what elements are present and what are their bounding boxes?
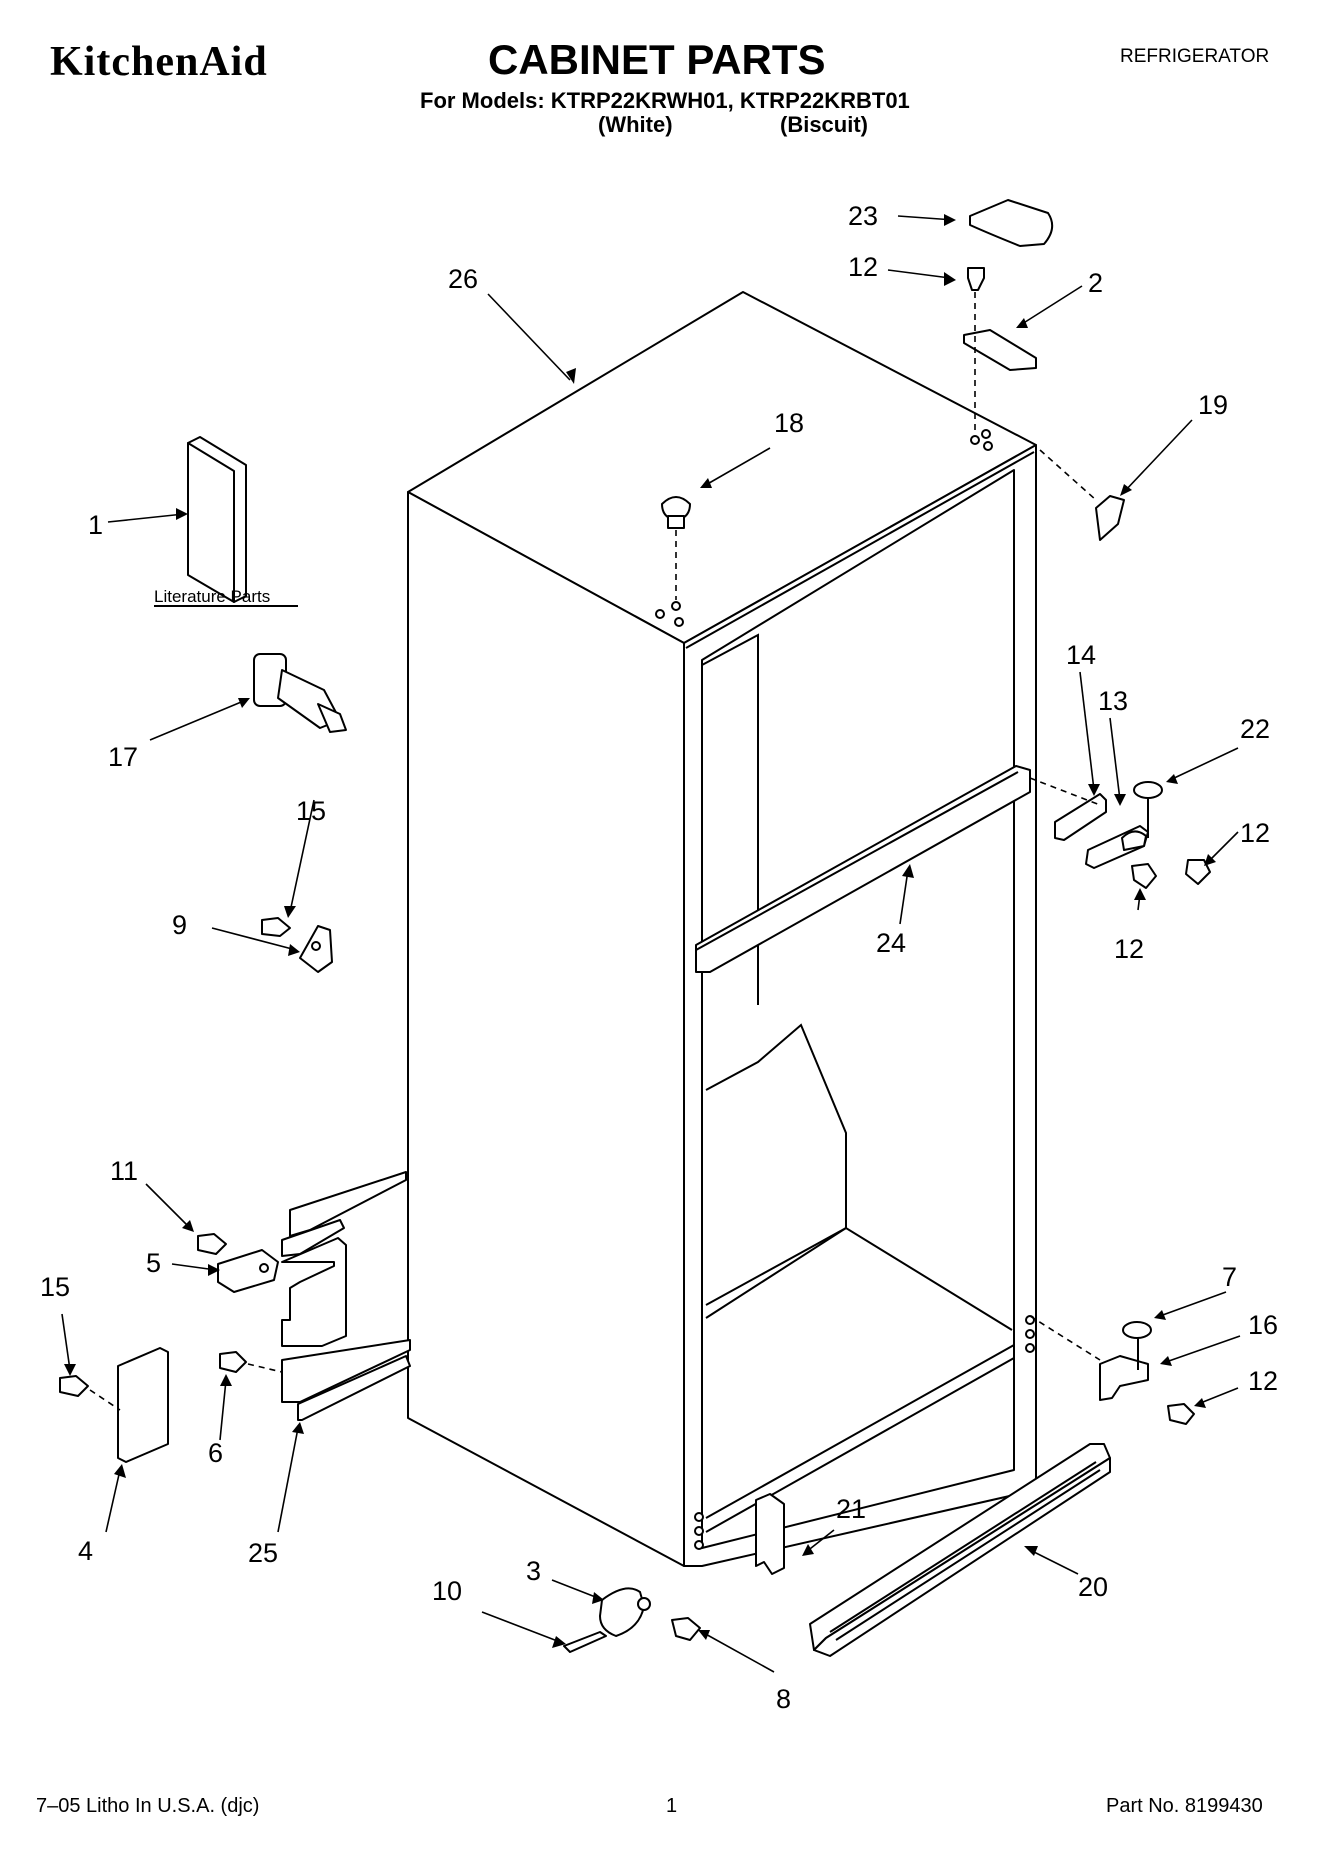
door-stop bbox=[253, 653, 347, 733]
callout-20: 20 bbox=[1078, 1572, 1108, 1602]
callout-8: 8 bbox=[776, 1684, 791, 1714]
appliance-category: REFRIGERATOR bbox=[1120, 46, 1270, 67]
callout-14: 14 bbox=[1066, 640, 1096, 670]
callout-12-bottom: 12 bbox=[1248, 1366, 1278, 1396]
callout-1: 1 bbox=[88, 510, 103, 540]
divider-rail bbox=[695, 765, 1031, 973]
callout-5: 5 bbox=[146, 1248, 161, 1278]
callout-2: 2 bbox=[1088, 268, 1103, 298]
callout-10: 10 bbox=[432, 1576, 462, 1606]
page-title: CABINET PARTS bbox=[488, 36, 826, 83]
models-line: For Models: KTRP22KRWH01, KTRP22KRBT01 bbox=[420, 88, 910, 113]
callout-17: 17 bbox=[108, 742, 138, 772]
brand-logo: KitchenAid bbox=[50, 39, 268, 85]
callout-9: 9 bbox=[172, 910, 187, 940]
hinge-cover bbox=[969, 199, 1054, 247]
literature-book bbox=[187, 436, 247, 603]
callout-3: 3 bbox=[526, 1556, 541, 1586]
page-number: 1 bbox=[666, 1795, 678, 1817]
air-deflector bbox=[1095, 495, 1125, 541]
callout-24: 24 bbox=[876, 928, 906, 958]
footer-part-number: Part No. 8199430 bbox=[1106, 1795, 1263, 1817]
callout-25: 25 bbox=[248, 1538, 278, 1568]
grille-clip bbox=[755, 1493, 785, 1575]
leg-screw bbox=[671, 1617, 701, 1641]
callout-12-right: 12 bbox=[1240, 818, 1270, 848]
lower-left-hinge-group bbox=[59, 1171, 411, 1463]
callout-12-lower: 12 bbox=[1114, 934, 1144, 964]
callout-7: 7 bbox=[1222, 1262, 1237, 1292]
cabinet-plug bbox=[661, 496, 691, 521]
callout-15-lower: 15 bbox=[40, 1272, 70, 1302]
footer-litho: 7–05 Litho In U.S.A. (djc) bbox=[36, 1795, 260, 1817]
door-hinge-bracket bbox=[261, 917, 333, 973]
callout-21: 21 bbox=[836, 1494, 866, 1524]
callout-26: 26 bbox=[448, 264, 478, 294]
callout-15-upper: 15 bbox=[296, 796, 326, 826]
cabinet-shell bbox=[407, 291, 1037, 1567]
center-hinge-group bbox=[1029, 777, 1211, 889]
callout-6: 6 bbox=[208, 1438, 223, 1468]
hinge-screw-top bbox=[967, 267, 985, 291]
callout-4: 4 bbox=[78, 1536, 93, 1566]
callout-13: 13 bbox=[1098, 686, 1128, 716]
callout-11: 11 bbox=[110, 1156, 138, 1186]
literature-parts-label: Literature Parts bbox=[154, 587, 270, 606]
callout-12-top: 12 bbox=[848, 252, 878, 282]
leader-lines bbox=[61, 214, 1241, 1673]
lower-right-hinge-group bbox=[1029, 1315, 1195, 1425]
callout-23: 23 bbox=[848, 201, 878, 231]
callout-16: 16 bbox=[1248, 1310, 1278, 1340]
roller-pin bbox=[563, 1631, 607, 1653]
top-hinge bbox=[963, 329, 1037, 371]
model-color-white: (White) bbox=[598, 112, 673, 137]
model-color-biscuit: (Biscuit) bbox=[780, 112, 868, 137]
callout-18: 18 bbox=[774, 408, 804, 438]
leveling-leg bbox=[599, 1587, 645, 1637]
callout-22: 22 bbox=[1240, 714, 1270, 744]
callout-19: 19 bbox=[1198, 390, 1228, 420]
toe-grille bbox=[809, 1443, 1111, 1657]
